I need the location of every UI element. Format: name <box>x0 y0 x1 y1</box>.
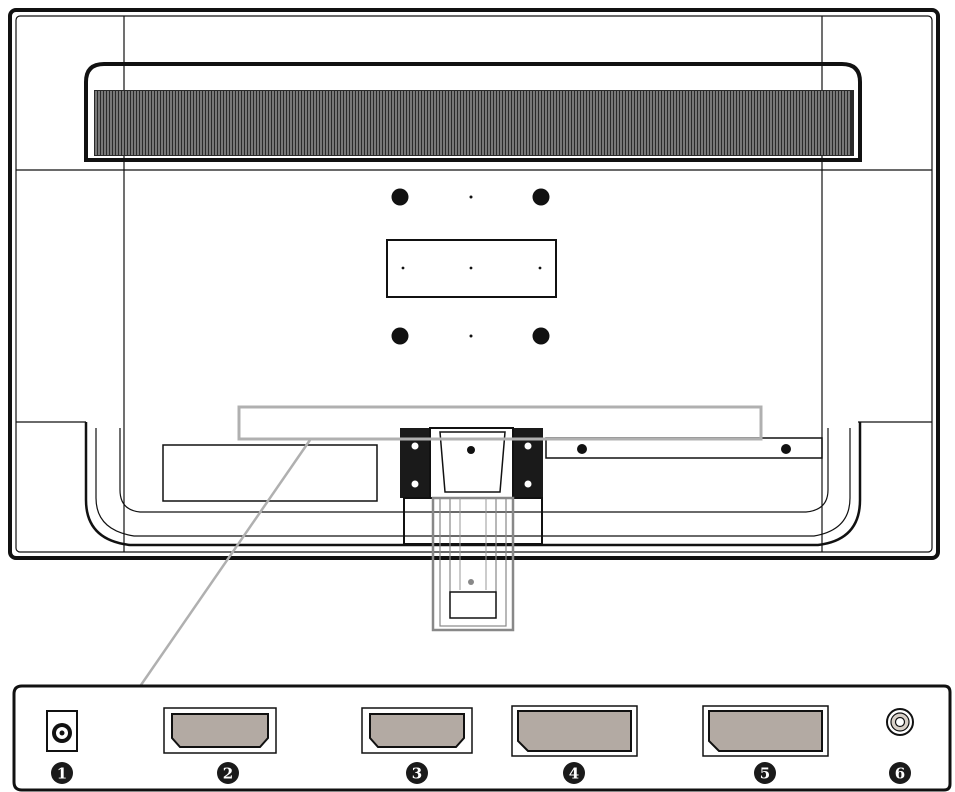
port-number-5: 5 <box>754 762 776 784</box>
displayport-port-icon <box>702 705 829 757</box>
vent-grille <box>84 62 862 162</box>
port-number-1: 1 <box>51 762 73 784</box>
svg-text:3: 3 <box>412 765 422 783</box>
vesa-screw-hole <box>391 188 409 206</box>
vesa-mount <box>386 188 557 345</box>
vesa-screw-hole <box>391 327 409 345</box>
vesa-screw-hole <box>532 327 550 345</box>
audio-out-jack-icon <box>886 708 914 736</box>
hdmi-port-icon <box>361 707 473 754</box>
port-number-2: 2 <box>217 762 239 784</box>
vesa-screw-hole <box>532 188 550 206</box>
svg-text:2: 2 <box>223 765 233 783</box>
port-panel: 1 2 3 4 5 6 <box>12 684 952 792</box>
svg-text:6: 6 <box>895 765 905 783</box>
stand <box>400 427 543 632</box>
displayport-port-icon <box>511 705 638 757</box>
leader-line <box>130 439 312 699</box>
port-number-3: 3 <box>406 762 428 784</box>
svg-text:4: 4 <box>569 765 579 783</box>
port-number-6: 6 <box>889 762 911 784</box>
svg-text:5: 5 <box>760 765 770 783</box>
hdmi-port-icon <box>163 707 277 754</box>
connector-bay <box>545 437 823 459</box>
port-area-highlight <box>237 405 763 441</box>
dc-power-jack-icon <box>46 710 78 752</box>
monitor-body <box>8 8 940 560</box>
port-number-4: 4 <box>563 762 585 784</box>
svg-text:1: 1 <box>57 765 67 783</box>
inner-panel <box>162 444 378 502</box>
